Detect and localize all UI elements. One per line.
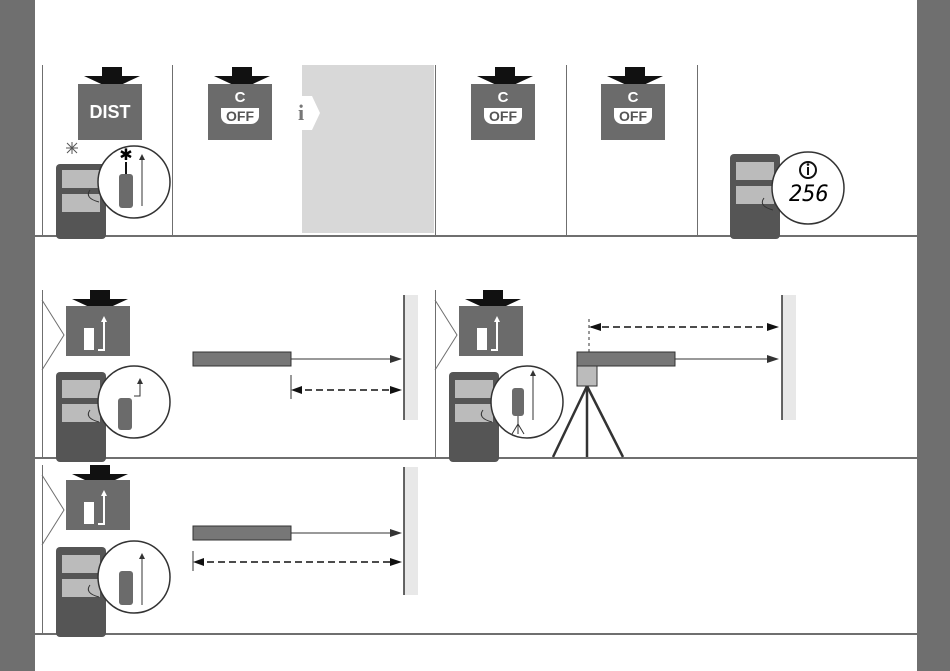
- device-front-ref-illustration: [54, 535, 174, 630]
- clear-off-key[interactable]: C OFF: [601, 84, 665, 140]
- cell-divider: [42, 65, 43, 235]
- cell-divider: [435, 65, 436, 235]
- info-panel: [302, 65, 434, 233]
- rear-reference-icon: [475, 314, 509, 352]
- front-reference-icon: [82, 488, 116, 526]
- rear-reference-icon: [82, 314, 116, 352]
- off-label: OFF: [614, 108, 652, 124]
- svg-text:✱: ✱: [119, 145, 132, 164]
- reference-key[interactable]: [459, 306, 523, 356]
- device-with-laser-illustration: ✱: [54, 140, 174, 235]
- dist-key[interactable]: DIST: [78, 84, 142, 140]
- row-divider: [35, 235, 917, 237]
- clear-label: C: [208, 84, 272, 105]
- tripod-reference-diagram: [545, 295, 805, 457]
- clear-off-key[interactable]: C OFF: [471, 84, 535, 140]
- device-rear-ref-illustration: [54, 360, 174, 457]
- rear-reference-diagram: [190, 295, 420, 425]
- clear-label: C: [471, 84, 535, 105]
- cell-divider: [697, 65, 698, 235]
- device-info-display-illustration: [728, 148, 848, 235]
- info-icon: i: [298, 100, 304, 126]
- off-label: OFF: [484, 108, 522, 124]
- info-display-value: 256: [789, 182, 829, 207]
- right-margin-bar: [917, 0, 950, 671]
- left-margin-bar: [0, 0, 35, 671]
- reference-key[interactable]: [66, 480, 130, 530]
- off-label: OFF: [221, 108, 259, 124]
- reference-key[interactable]: [66, 306, 130, 356]
- row-divider: [35, 633, 917, 635]
- clear-off-key[interactable]: C OFF: [208, 84, 272, 140]
- clear-label: C: [601, 84, 665, 105]
- front-reference-diagram: [190, 467, 420, 597]
- cell-divider: [566, 65, 567, 235]
